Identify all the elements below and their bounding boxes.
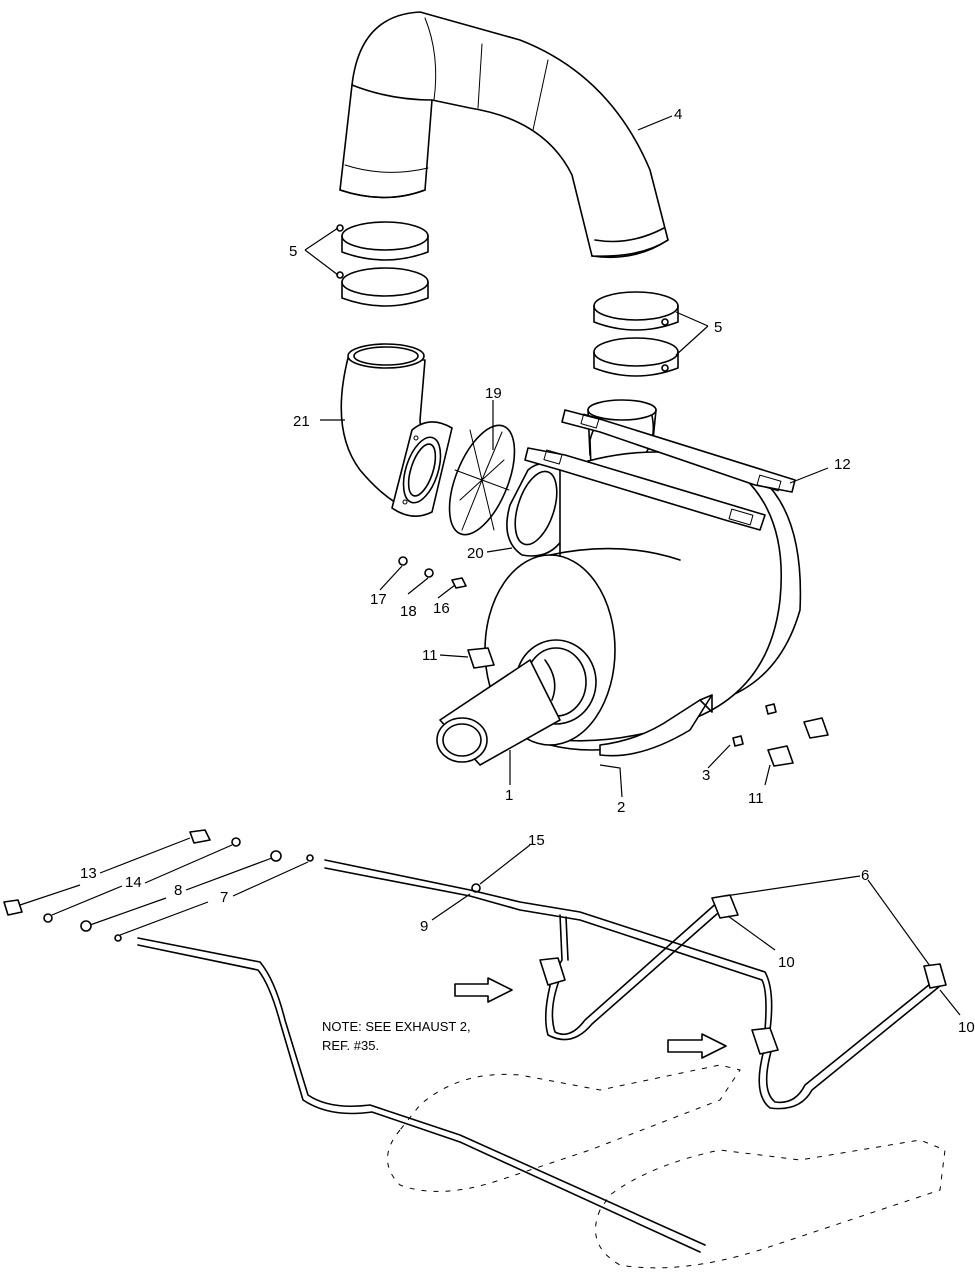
water-line-assembly bbox=[324, 859, 947, 1110]
baffle-screen-part-19 bbox=[448, 424, 516, 536]
callout-19: 19 bbox=[485, 385, 502, 402]
callout-18: 18 bbox=[400, 603, 417, 620]
callout-11-right: 11 bbox=[748, 790, 764, 807]
callout-labels: 4 5 5 21 19 12 20 17 18 16 11 1 2 3 11 1… bbox=[80, 106, 975, 1036]
callout-13: 13 bbox=[80, 865, 97, 882]
callout-3: 3 bbox=[702, 767, 710, 784]
callout-14: 14 bbox=[125, 874, 142, 891]
callout-1: 1 bbox=[505, 787, 513, 804]
callout-4: 4 bbox=[674, 106, 682, 123]
callout-9: 9 bbox=[420, 918, 428, 935]
hardware-small-parts bbox=[398, 556, 829, 767]
callout-17: 17 bbox=[370, 591, 387, 608]
callout-5-left: 5 bbox=[289, 243, 297, 260]
callout-5-right: 5 bbox=[714, 319, 722, 336]
callout-8: 8 bbox=[174, 882, 182, 899]
callout-21: 21 bbox=[293, 413, 310, 430]
note-line-1: NOTE: SEE EXHAUST 2, bbox=[322, 1019, 471, 1034]
callout-12: 12 bbox=[834, 456, 851, 473]
callout-10-right: 10 bbox=[958, 1019, 975, 1036]
exhaust-manifold-outline bbox=[387, 1064, 946, 1269]
leader-lines bbox=[19, 115, 961, 1016]
callout-15: 15 bbox=[528, 832, 545, 849]
note-line-2: REF. #35. bbox=[322, 1038, 379, 1053]
callout-7: 7 bbox=[220, 889, 228, 906]
callout-16: 16 bbox=[433, 600, 450, 617]
line-fittings-left bbox=[3, 829, 314, 942]
callout-10-left: 10 bbox=[778, 954, 795, 971]
flow-arrows bbox=[454, 977, 727, 1059]
callout-6: 6 bbox=[861, 867, 869, 884]
lower-water-line bbox=[137, 937, 706, 1253]
callout-11-left: 11 bbox=[422, 647, 438, 664]
callout-2: 2 bbox=[617, 799, 625, 816]
muffler-body-part-1 bbox=[436, 399, 802, 766]
elbow-pipe-part-21 bbox=[340, 343, 453, 517]
hose-clamps-right-part-5 bbox=[593, 291, 679, 377]
hose-clamps-left-part-5 bbox=[336, 221, 429, 307]
callout-20: 20 bbox=[467, 545, 484, 562]
note-block: NOTE: SEE EXHAUST 2, REF. #35. bbox=[322, 1019, 471, 1053]
exhaust-pipe-part-4 bbox=[339, 11, 669, 259]
mounting-straps-part-12 bbox=[524, 409, 796, 531]
bracket-part-2 bbox=[599, 694, 713, 757]
gasket-part-20 bbox=[506, 462, 569, 557]
